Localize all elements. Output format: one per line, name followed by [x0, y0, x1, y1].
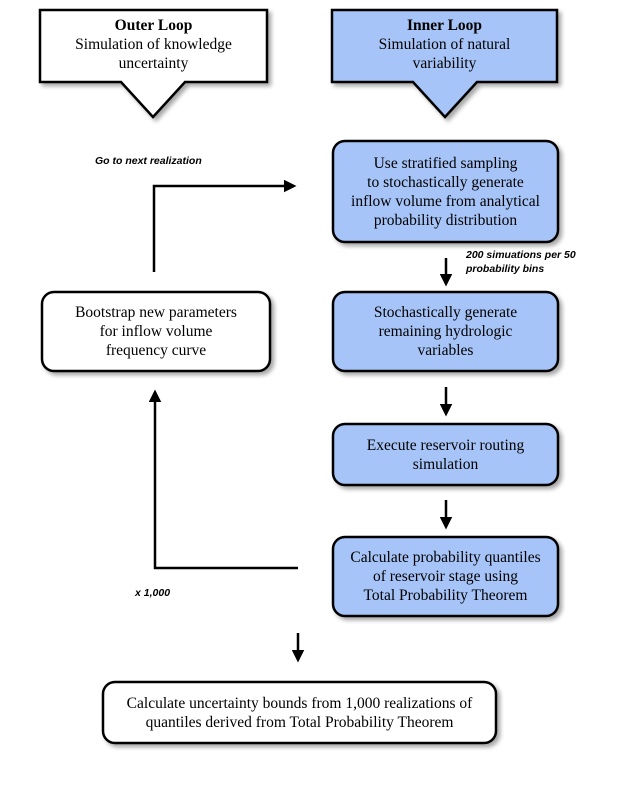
bootstrap-parameters-box — [40, 290, 272, 373]
stratified-line1: Use stratified sampling — [373, 154, 518, 172]
simulations-note-line2: probability bins — [466, 263, 545, 275]
outer-loop-title: Outer Loop — [114, 16, 193, 34]
simulations-note-line1: 200 simuations per 50 — [466, 249, 576, 261]
uncertainty-bounds-text: Calculate uncertainty bounds from 1,000 … — [103, 682, 496, 743]
bounds-line1: Calculate uncertainty bounds from 1,000 … — [126, 694, 473, 712]
quantiles-line1: Calculate probability quantiles — [350, 549, 541, 566]
bootstrap-line3: frequency curve — [105, 342, 207, 359]
inner-loop-label: Inner Loop Simulation of natural variabi… — [332, 14, 557, 74]
stratified-line4: probability distribution — [373, 211, 518, 229]
quantiles-line2: of reservoir stage using — [372, 568, 519, 585]
hydrologic-line2: remaining hydrologic — [378, 323, 513, 340]
reservoir-routing-box — [331, 422, 560, 487]
stratified-sampling-text: Use stratified sampling to stochasticall… — [333, 141, 558, 242]
bootstrap-parameters-text: Bootstrap new parameters for inflow volu… — [42, 292, 270, 371]
hydrologic-line1: Stochastically generate — [373, 304, 518, 321]
arrow-bootstrap-to-next-realization — [152, 179, 297, 272]
bootstrap-line2: for inflow volume — [99, 323, 213, 340]
outer-loop-shape — [38, 8, 269, 119]
outer-loop-line2: uncertainty — [118, 54, 189, 72]
outer-loop-line1: Simulation of knowledge — [75, 35, 232, 53]
routing-line2: simulation — [412, 455, 479, 473]
inner-loop-line2: variability — [412, 54, 477, 72]
simulations-note: 200 simuations per 50 probability bins — [466, 248, 576, 276]
stratified-line3: inflow volume from analytical — [351, 192, 540, 210]
next-realization-note: Go to next realization — [95, 155, 202, 167]
quantiles-line3: Total Probability Theorem — [363, 587, 528, 604]
reservoir-routing-text: Execute reservoir routing simulation — [333, 424, 558, 485]
outer-loop-label: Outer Loop Simulation of knowledge uncer… — [40, 14, 267, 74]
inner-loop-line1: Simulation of natural — [378, 35, 511, 53]
hydrologic-line3: variables — [417, 342, 474, 359]
bootstrap-line1: Bootstrap new parameters — [75, 304, 237, 321]
probability-quantiles-box — [331, 535, 560, 618]
uncertainty-bounds-box — [101, 680, 498, 745]
probability-quantiles-text: Calculate probability quantiles of reser… — [333, 537, 558, 616]
hydrologic-variables-text: Stochastically generate remaining hydrol… — [333, 292, 558, 371]
times-note: x 1,000 — [135, 587, 171, 599]
stratified-line2: to stochastically generate — [367, 173, 524, 191]
stratified-sampling-box — [331, 139, 560, 244]
inner-loop-title: Inner Loop — [406, 16, 483, 34]
routing-line1: Execute reservoir routing — [366, 436, 525, 454]
inner-loop-shape — [330, 8, 559, 119]
hydrologic-variables-box — [331, 290, 560, 373]
arrow-quantiles-to-bootstrap — [148, 389, 298, 570]
bounds-line2: quantiles derived from Total Probability… — [145, 713, 454, 731]
